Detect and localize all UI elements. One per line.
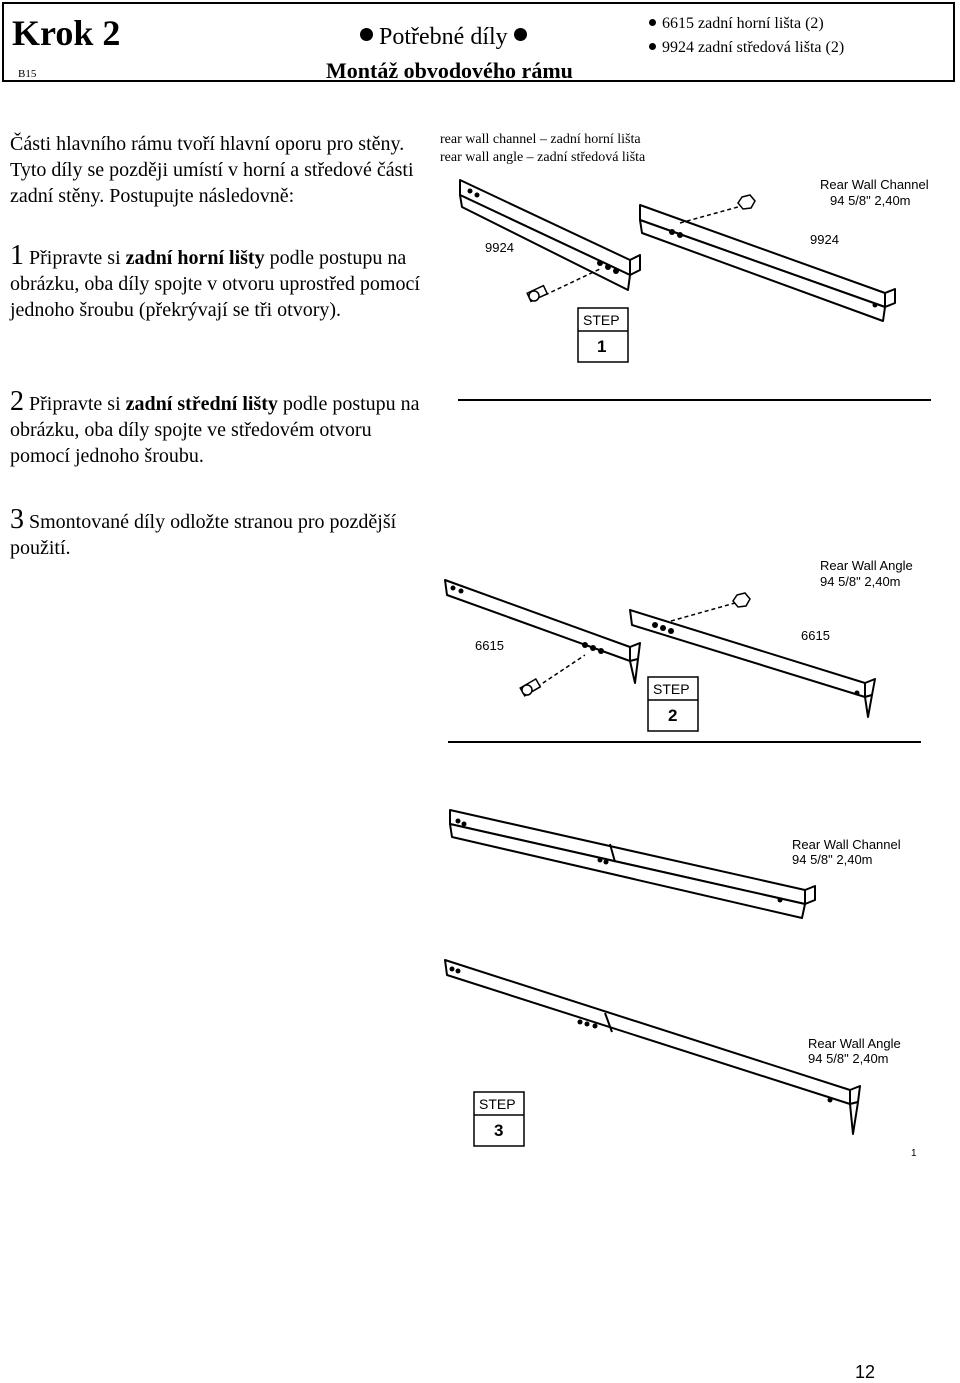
section-subtitle: Montáž obvodového rámu	[326, 58, 573, 83]
figure-step-1: 9924 9924 Rear Wall Channel 94 5/8" 2,40…	[459, 177, 929, 363]
intro-paragraph: Části hlavního rámu tvoří hlavní oporu p…	[10, 133, 414, 207]
figure-step-2: 6615 6615 Rear Wall Angle 94 5/8" 2,40m …	[444, 558, 913, 732]
step-number: 2	[10, 386, 24, 417]
step-badge-number: 2	[668, 706, 677, 725]
page-code: B15	[18, 68, 37, 80]
step-badge: STEP 3	[473, 1091, 525, 1147]
page-header: Krok 2 B15 Potřebné díly Montáž obvodové…	[2, 2, 955, 83]
part-number-label: 6615	[475, 638, 504, 653]
figure-step-3: Rear Wall Channel 94 5/8" 2,40m Rear Wal…	[444, 809, 917, 1159]
divider	[448, 741, 921, 743]
part-size-label: 94 5/8" 2,40m	[830, 193, 911, 208]
part-name-label: Rear Wall Channel	[792, 837, 901, 852]
page-number: 12	[855, 1362, 876, 1382]
figure-caption: rear wall channel – zadní horní lišta re…	[440, 131, 645, 167]
parts-list-item: 9924 zadní středová lišta (2)	[649, 36, 844, 60]
step-number: 1	[10, 240, 24, 271]
part-number-label: 9924	[810, 232, 839, 247]
parts-list-item: 6615 zadní horní lišta (2)	[649, 12, 844, 36]
part-name-label: Rear Wall Channel	[820, 177, 929, 192]
step-text: podle postupu na obrázku, oba díly spojt…	[10, 247, 420, 321]
step-title: Krok 2	[12, 13, 121, 53]
part-size-label: 94 5/8" 2,40m	[808, 1051, 889, 1066]
step-badge-number: 1	[597, 337, 606, 356]
parts-list: 6615 zadní horní lišta (2) 9924 zadní st…	[649, 12, 844, 60]
step-badge-label: STEP	[479, 1096, 516, 1112]
step-number: 3	[10, 504, 24, 535]
parts-list-text: 9924 zadní středová lišta (2)	[662, 39, 845, 56]
parts-list-text: 6615 zadní horní lišta (2)	[662, 15, 824, 32]
step-badge-number: 3	[494, 1121, 503, 1140]
divider	[458, 399, 931, 401]
step-text: Připravte si	[29, 247, 126, 269]
instruction-step-3: 3 Smontované díly odložte stranou pro po…	[10, 504, 430, 561]
parts-title: Potřebné díly	[354, 24, 533, 51]
part-size-label: 94 5/8" 2,40m	[792, 852, 873, 867]
parts-title-text: Potřebné díly	[379, 24, 508, 50]
part-name-label: Rear Wall Angle	[808, 1036, 901, 1051]
part-size-label: 94 5/8" 2,40m	[820, 574, 901, 589]
bullet-icon	[649, 19, 656, 26]
part-name-label: Rear Wall Angle	[820, 558, 913, 573]
caption-line: rear wall channel – zadní horní lišta	[440, 132, 641, 147]
bullet-icon	[360, 28, 373, 41]
step-badge: STEP 2	[647, 676, 699, 732]
bullet-icon	[513, 28, 527, 41]
step-badge-label: STEP	[653, 681, 690, 697]
step-text: Smontované díly odložte stranou pro pozd…	[10, 511, 397, 559]
step-badge: STEP 1	[577, 307, 629, 363]
caption-line: rear wall angle – zadní středová lišta	[440, 150, 646, 165]
step-highlight: zadní střední lišty	[125, 393, 278, 415]
bullet-icon	[649, 43, 656, 50]
step-highlight: zadní horní lišty	[125, 247, 265, 269]
figure-mark: 1	[911, 1148, 917, 1159]
part-number-label: 6615	[801, 628, 830, 643]
step-text: podle postupu na obrázku, oba díly spojt…	[10, 393, 420, 467]
step-text: Připravte si	[29, 393, 126, 415]
instruction-step-2: 2 Připravte si zadní střední lišty podle…	[10, 386, 430, 469]
step-badge-label: STEP	[583, 312, 620, 328]
part-number-label: 9924	[485, 240, 514, 255]
instruction-step-1: 1 Připravte si zadní horní lišty podle p…	[10, 240, 430, 323]
